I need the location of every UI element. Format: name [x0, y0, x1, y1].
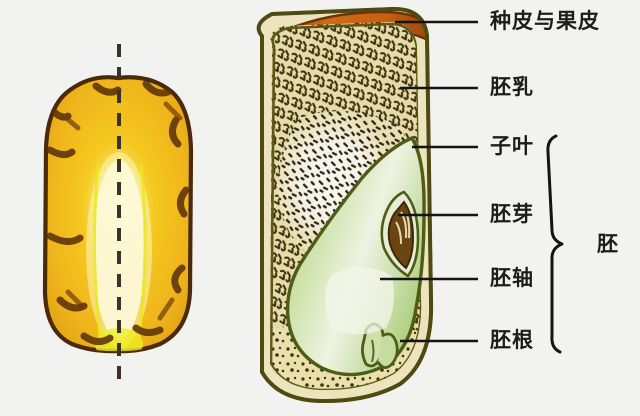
- plumule-detail: [380, 190, 420, 278]
- leader-lines: [380, 20, 478, 343]
- label-seed-coat-pericarp: 种皮与果皮: [490, 9, 600, 33]
- label-cotyledon: 子叶: [490, 134, 534, 158]
- label-plumule: 胚芽: [490, 202, 534, 226]
- corn-kernel-section: [256, 6, 434, 404]
- brace-label-embryo: 胚: [597, 232, 618, 256]
- corn-kernel-whole: [42, 44, 194, 388]
- label-hypocotyl-axis: 胚轴: [490, 266, 534, 290]
- label-radicle: 胚根: [490, 328, 534, 352]
- embryo-group-brace: [546, 134, 564, 354]
- label-endosperm: 胚乳: [490, 75, 534, 99]
- embryo-structure: [285, 136, 426, 377]
